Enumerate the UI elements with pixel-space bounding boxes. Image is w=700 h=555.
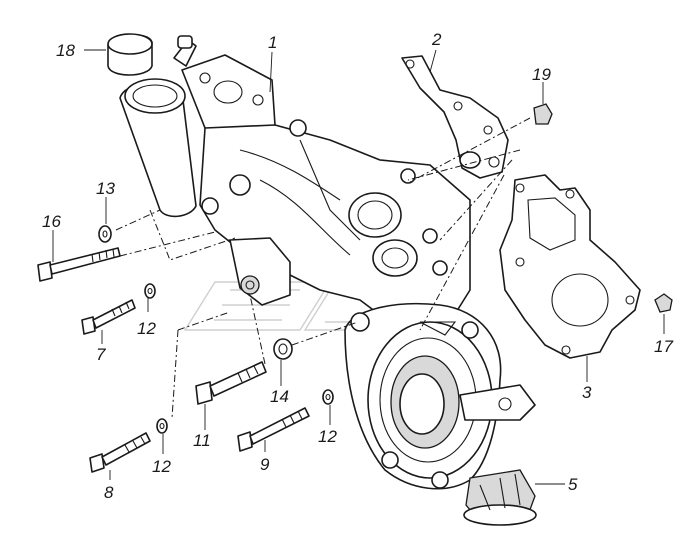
label-12-top: 12: [137, 319, 156, 338]
bolt-part-11[interactable]: [195, 361, 267, 405]
nut-part-19[interactable]: [533, 103, 553, 125]
callout-labels: 18 1 2 19 13 16 12 7 14 12 11 9 12 8 3 5…: [42, 30, 673, 502]
label-18: 18: [56, 41, 75, 60]
volute-housing[interactable]: [344, 302, 536, 490]
bracket-part-2[interactable]: [401, 55, 509, 179]
label-2: 2: [431, 30, 442, 49]
bolt-part-9[interactable]: [237, 407, 310, 452]
label-19: 19: [532, 65, 551, 84]
label-5: 5: [568, 475, 578, 494]
bolt-part-7[interactable]: [81, 299, 136, 335]
label-8: 8: [104, 483, 114, 502]
housing-part-1[interactable]: [119, 35, 471, 331]
gasket-part-3[interactable]: [499, 174, 641, 359]
label-9: 9: [260, 455, 270, 474]
label-13: 13: [96, 179, 115, 198]
washer-part-14[interactable]: [273, 338, 293, 360]
label-12-bottom: 12: [152, 457, 171, 476]
nut-part-17[interactable]: [654, 293, 673, 313]
bolt-part-8[interactable]: [89, 432, 151, 473]
washer-part-12b[interactable]: [156, 418, 168, 434]
label-12-right: 12: [318, 427, 337, 446]
cap-part-18[interactable]: [107, 33, 153, 76]
label-7: 7: [96, 345, 106, 364]
bolt-part-16[interactable]: [37, 247, 121, 282]
plug-part-5[interactable]: [463, 469, 537, 526]
washer-part-13[interactable]: [98, 225, 112, 243]
assembly-lines: [115, 117, 531, 419]
label-14: 14: [270, 387, 289, 406]
label-1: 1: [268, 33, 277, 52]
label-16: 16: [42, 212, 61, 231]
washer-part-12c[interactable]: [322, 389, 334, 405]
label-11: 11: [193, 431, 211, 450]
label-17: 17: [654, 337, 673, 356]
leader-lines: [52, 49, 665, 485]
label-3: 3: [582, 383, 592, 402]
washer-part-12a[interactable]: [144, 283, 156, 299]
